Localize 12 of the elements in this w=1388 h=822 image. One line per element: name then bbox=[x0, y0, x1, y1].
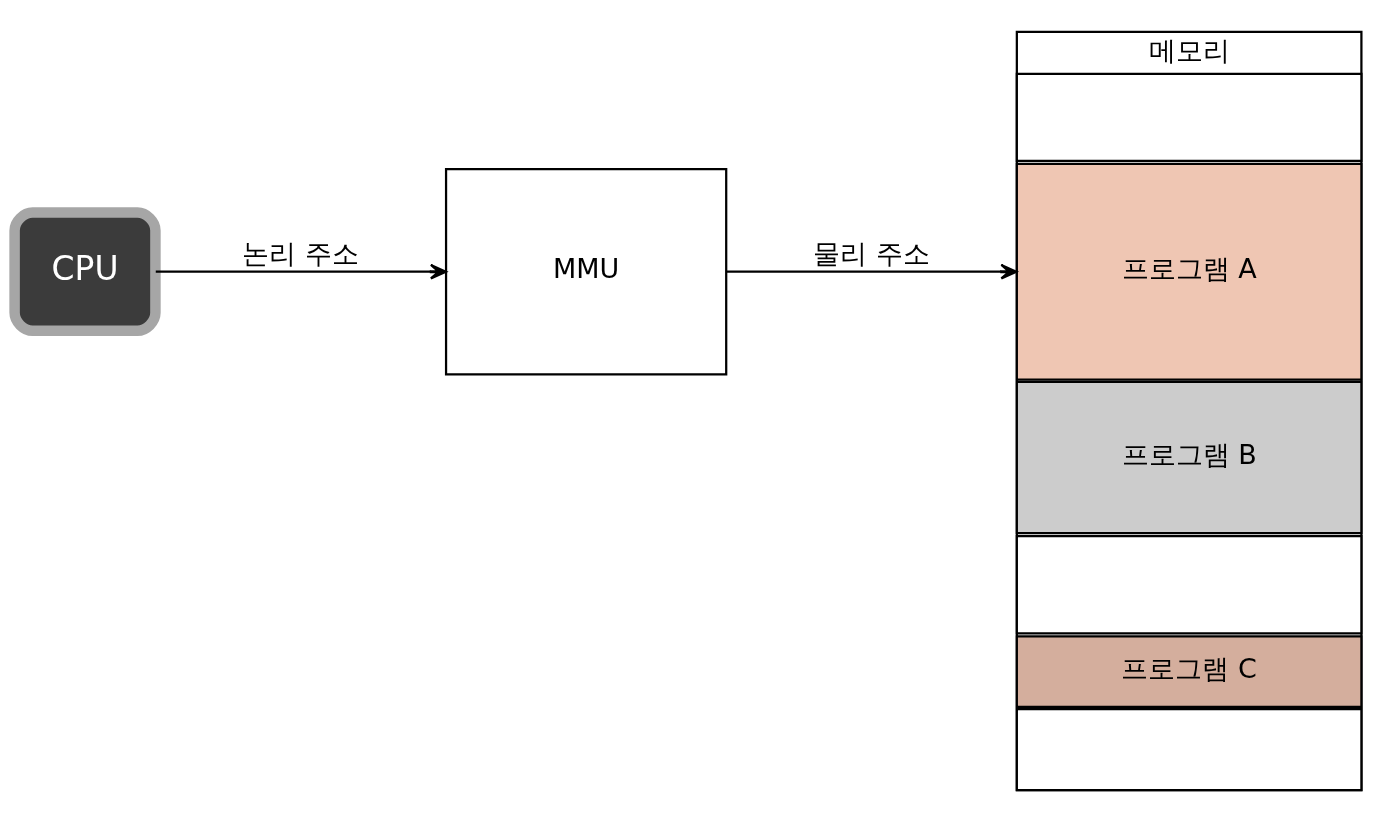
edge-label: 물리 주소 bbox=[813, 238, 930, 270]
node-box: 프로그램 C bbox=[1015, 635, 1363, 708]
arrow bbox=[726, 263, 1018, 280]
node-box: MMU bbox=[444, 167, 728, 376]
node-box: 프로그램 B bbox=[1015, 380, 1363, 535]
arrow bbox=[155, 263, 447, 280]
node-box: CPU bbox=[9, 207, 161, 337]
edge-label: 논리 주소 bbox=[242, 238, 360, 270]
node-box bbox=[1015, 708, 1363, 792]
node-box bbox=[1015, 72, 1363, 162]
node-box: 프로그램 A bbox=[1015, 162, 1363, 381]
node-box bbox=[1015, 534, 1363, 635]
